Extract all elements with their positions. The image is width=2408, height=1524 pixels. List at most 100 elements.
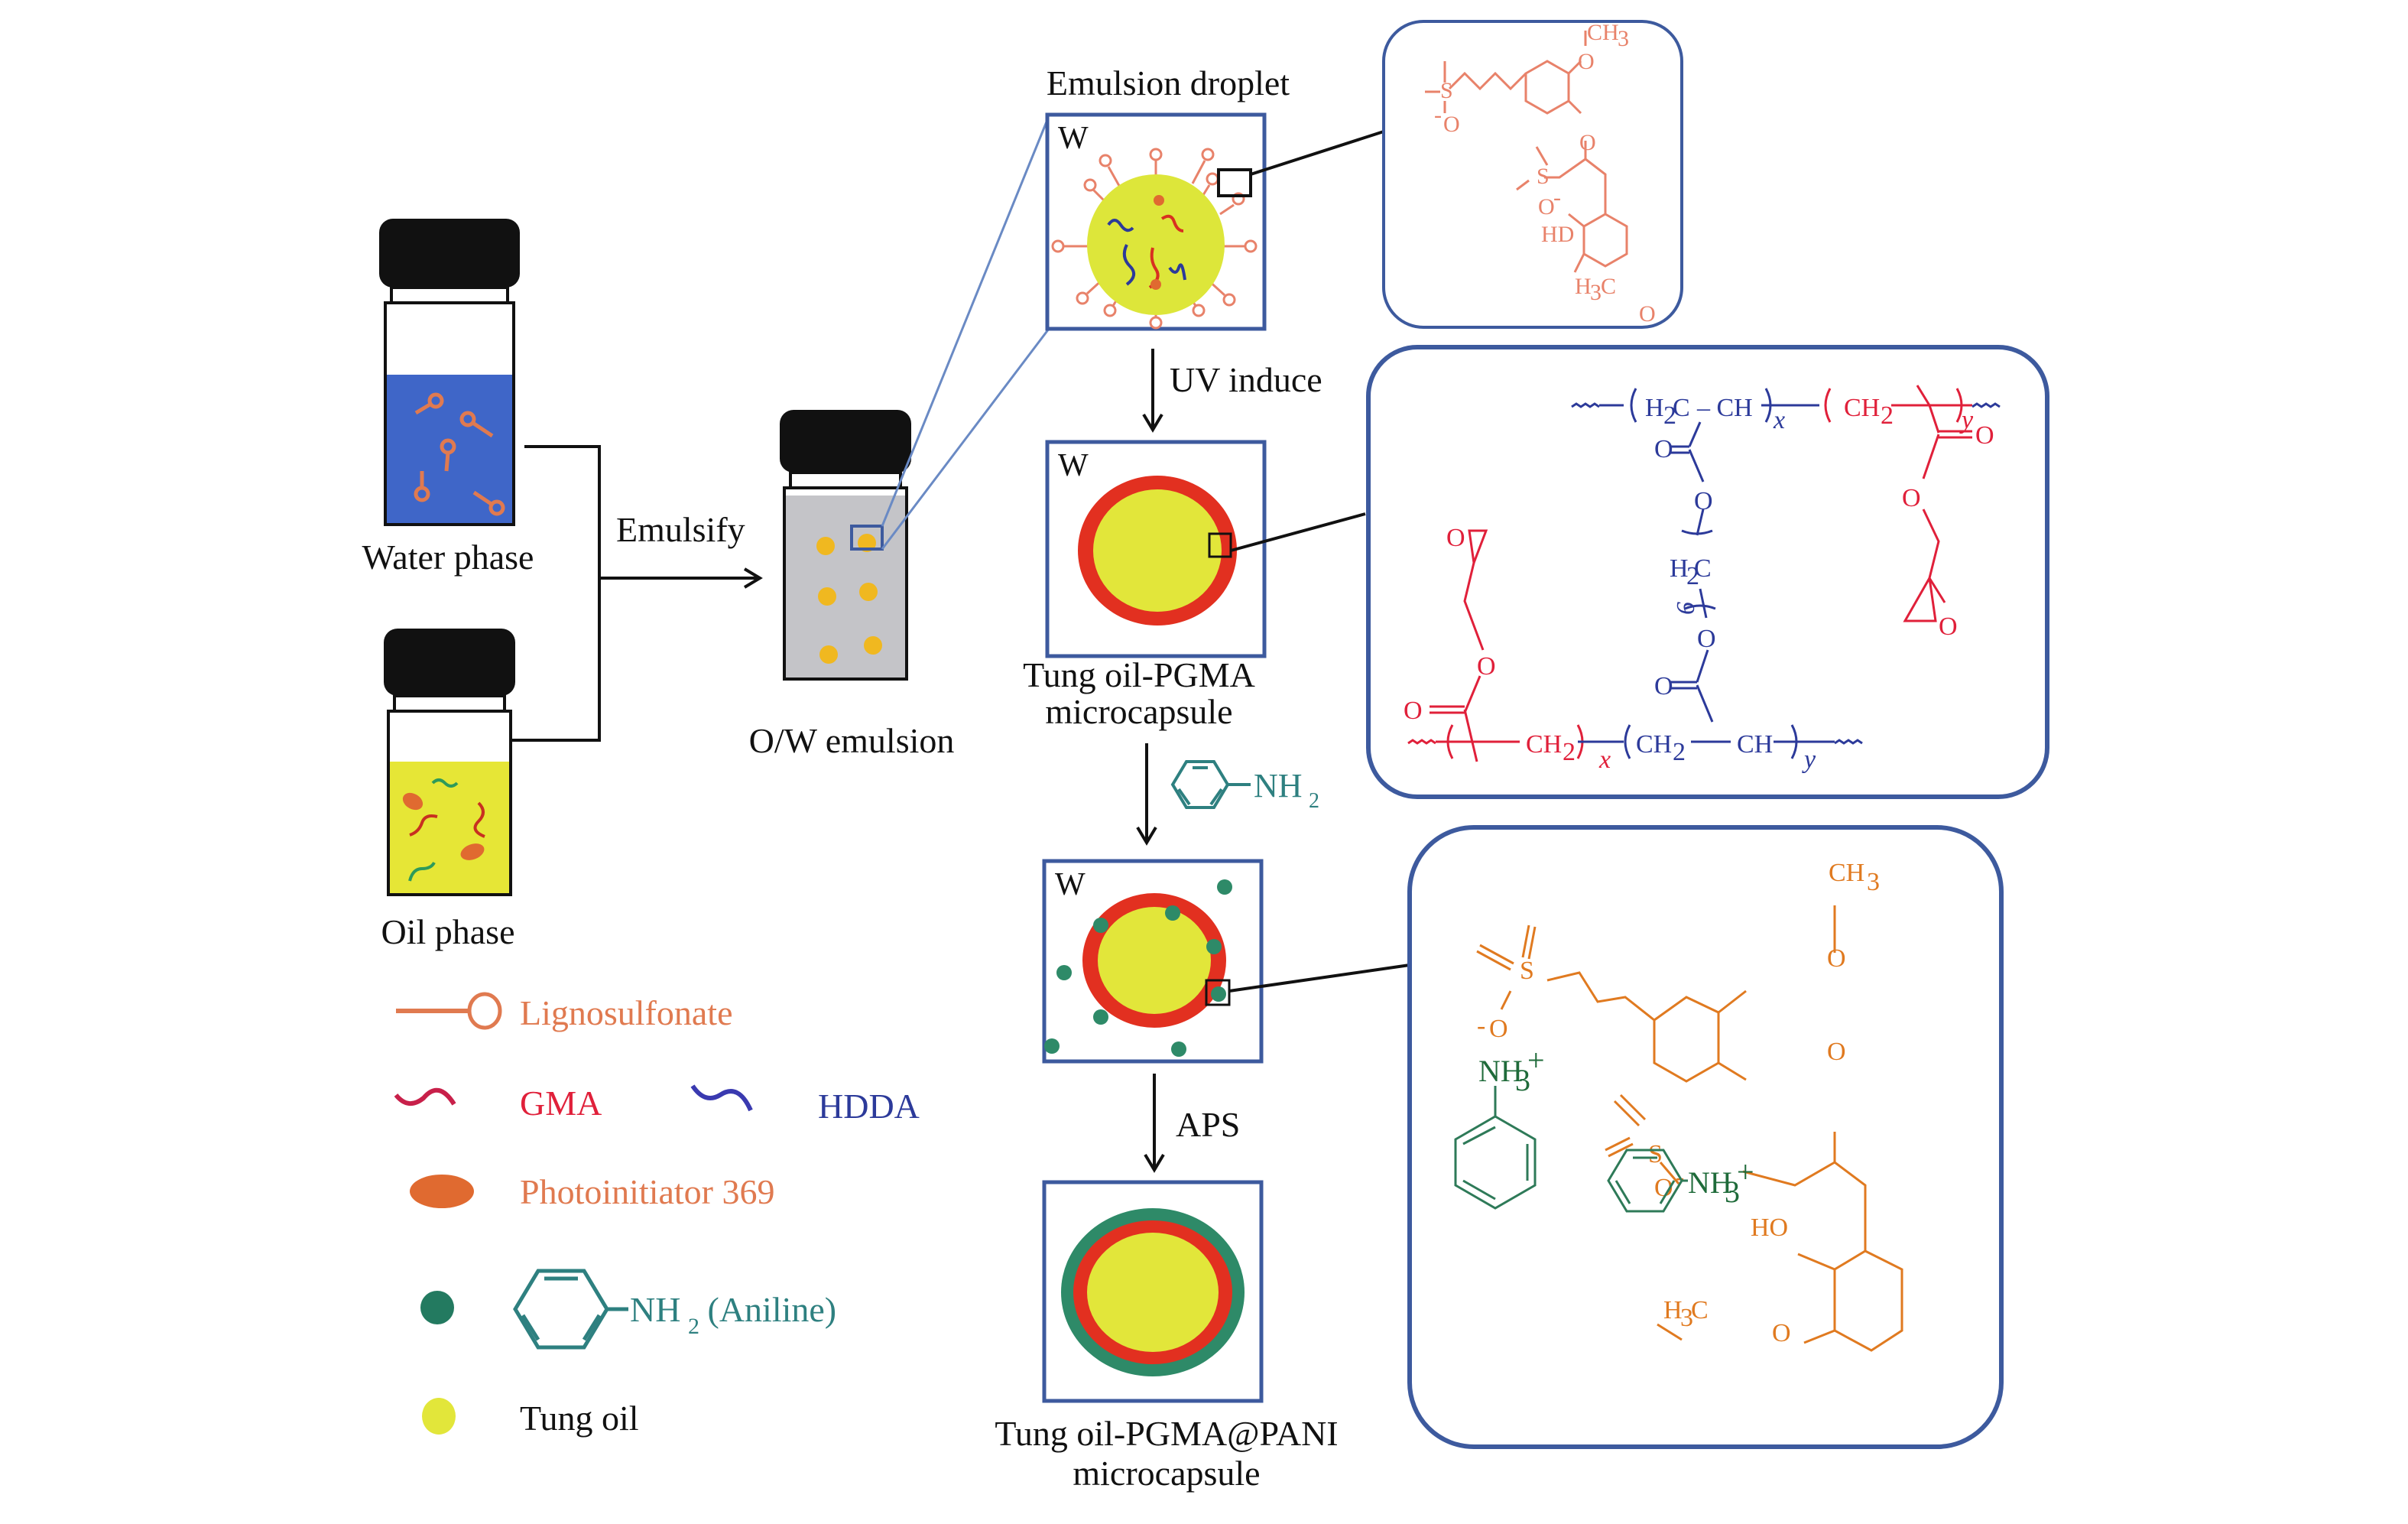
svg-text:+: + [1737,1155,1754,1189]
photoinitiator-icon [410,1175,474,1208]
svg-text:O: O [1939,613,1958,641]
svg-text:-: - [1553,185,1561,210]
water-mark: W [1058,121,1089,156]
svg-text:3: 3 [1680,1304,1693,1332]
vial-cap [384,629,515,696]
zoom-marker [850,525,884,551]
tung-oil-core [1093,489,1222,612]
ch3-label: CH [1587,20,1619,45]
svg-text:C: C [1691,1296,1709,1324]
svg-text:x: x [1773,406,1785,434]
svg-text:CH: CH [1829,859,1864,887]
water-phase-vial: Water phase [362,219,534,577]
svg-text:O: O [1639,301,1656,327]
svg-text:(Aniline): (Aniline) [699,1290,836,1329]
pani-caption-2: microcapsule [1073,1454,1260,1493]
nh3-label: NH [1478,1054,1523,1088]
hdda-crosslinker-bonds [1670,421,1716,723]
zoom-projection-lines [881,115,1050,550]
emulsion-droplet-title: Emulsion droplet [1047,63,1290,102]
svg-text:H: H [1663,1296,1683,1324]
svg-text:O: O [1477,652,1496,681]
svg-text:O: O [1489,1015,1508,1043]
svg-text:2: 2 [1309,789,1319,813]
tung-oil-icon [422,1398,456,1435]
svg-text:O: O [1446,524,1465,552]
hdda-chain [408,861,436,882]
aps-label: APS [1176,1105,1240,1144]
svg-text:O: O [1697,625,1716,653]
svg-text:C: C [1673,394,1690,422]
h3c-label: H [1575,274,1592,299]
svg-text:O: O [1902,484,1921,512]
svg-text:C: C [1694,554,1712,583]
lignosulfonate-bonds [1425,31,1628,273]
pgma-microcapsule-panel: W Tung oil-PGMA microcapsule [1023,440,1267,731]
emulsion-label: O/W emulsion [749,721,955,760]
hd-label: HD [1541,222,1574,247]
svg-text:HO: HO [1751,1214,1788,1242]
hdda-icon [690,1084,753,1112]
oil-liquid [390,762,509,893]
svg-text:S: S [1648,1140,1663,1168]
svg-text:Lignosulfonate: Lignosulfonate [520,993,733,1032]
svg-text:2: 2 [1563,738,1576,766]
vial-neck [393,694,506,713]
s-label: S [1440,78,1453,103]
aniline-adsorbed-panel: W [1042,859,1264,1064]
svg-text:– CH: – CH [1696,394,1753,422]
legend-item-gma: GMA [394,1084,602,1123]
o-label: O [1578,49,1595,74]
svg-text:3: 3 [1618,26,1629,51]
hdda-chain [431,778,459,788]
legend-item-hdda: HDDA [690,1084,920,1126]
aniline-particle-icon [420,1291,454,1324]
gma-chain [473,801,485,838]
aniline-icon [513,1269,628,1350]
legend-item-tung-oil: Tung oil [422,1398,639,1438]
pani-caption-1: Tung oil-PGMA@PANI [995,1414,1338,1453]
water-mark: W [1058,448,1089,483]
svg-text:2: 2 [1881,401,1894,430]
emulsion-vial: O/W emulsion [749,410,955,760]
svg-text:O: O [1654,435,1673,463]
svg-text:C: C [1601,274,1616,299]
svg-text:2: 2 [688,1314,699,1339]
svg-text:S: S [1520,957,1534,985]
svg-text:O: O [1404,697,1423,725]
gma-epoxide-bonds-right [1903,405,1972,622]
tung-oil-core [1087,1233,1219,1352]
lignosulfonate-molecules [414,392,505,516]
svg-text:O: O [1827,1038,1846,1066]
emulsion-droplet-panel: W [1045,112,1267,331]
anilinium-ring [1454,1086,1537,1210]
svg-text:HDDA: HDDA [818,1087,920,1126]
svg-text:O: O [1538,194,1555,219]
o-minus-label: O [1443,112,1460,137]
svg-text:S: S [1537,164,1550,189]
svg-text:3: 3 [1515,1063,1530,1097]
panel-frame [1382,20,1683,329]
svg-text:CH: CH [1737,730,1773,759]
legend-item-photoinitiator: Photoinitiator 369 [410,1172,775,1211]
vial-cap [379,219,520,288]
water-mark: W [1055,867,1086,902]
uv-arrow [1142,349,1163,433]
svg-text:y: y [1959,406,1974,434]
panel-frame [1366,345,2049,799]
svg-text:+: + [1527,1043,1545,1077]
vial-neck [789,471,902,489]
aniline-reagent: NH 2 [1170,760,1319,813]
photoinitiator-particle [402,792,424,811]
svg-text:x: x [1598,746,1611,774]
uv-induce-label: UV induce [1170,360,1322,399]
svg-text:-: - [1477,1012,1485,1040]
vial-body [783,486,908,681]
svg-text:y: y [1802,746,1816,774]
svg-text:H: H [1670,554,1689,583]
svg-text:6: 6 [1672,602,1700,615]
svg-text:2: 2 [1673,738,1686,766]
emulsify-label: Emulsify [616,510,745,549]
tung-oil-core [1087,174,1225,315]
